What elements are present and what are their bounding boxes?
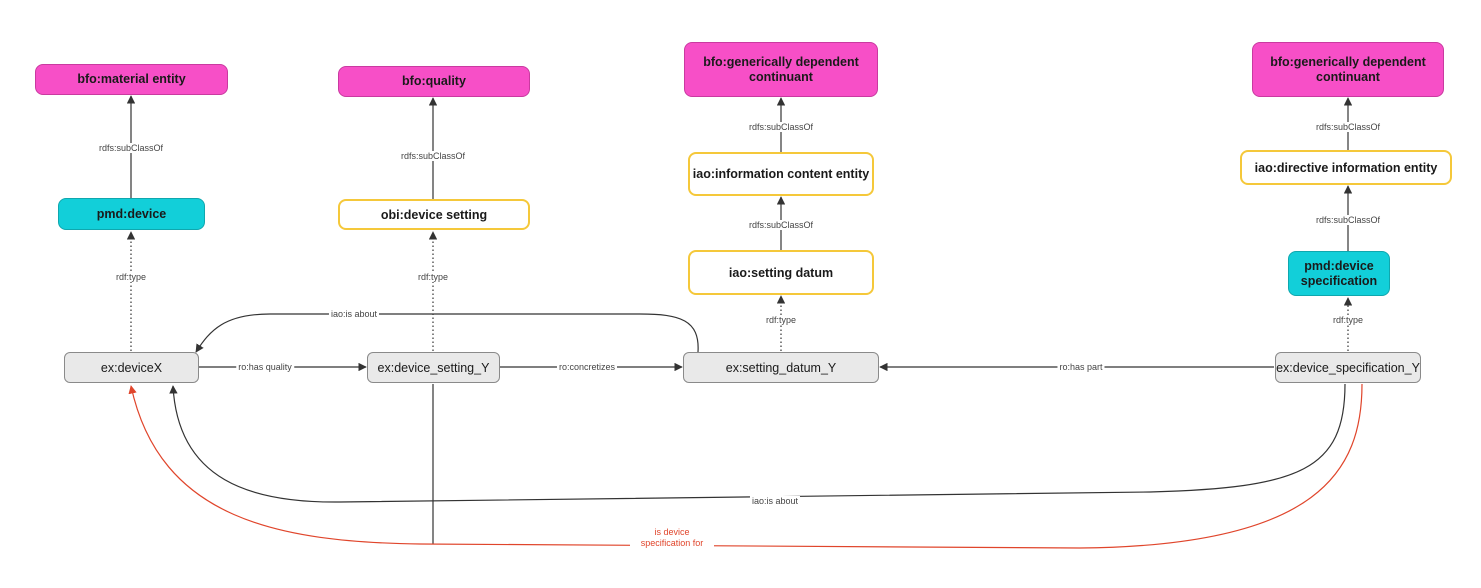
label-subclass-device-spec: rdfs:subClassOf: [1313, 215, 1383, 225]
node-iao-setting-datum[interactable]: iao:setting datum: [688, 250, 874, 295]
label-type-deviceX: rdf:type: [113, 272, 149, 282]
node-ex-deviceX[interactable]: ex:deviceX: [64, 352, 199, 383]
label-is-about-bottom: iao:is about: [749, 496, 801, 506]
edge-is-about-bottom: [169, 383, 1346, 503]
edge-is-about-top: [195, 313, 699, 353]
label-subclass-device-setting: rdfs:subClassOf: [398, 151, 468, 161]
label-is-about-top: iao:is about: [328, 309, 380, 319]
label-subclass-ice: rdfs:subClassOf: [746, 122, 816, 132]
node-bfo-gdc-1[interactable]: bfo:generically dependent continuant: [684, 42, 878, 97]
node-obi-device-setting[interactable]: obi:device setting: [338, 199, 530, 230]
label-subclass-die: rdfs:subClassOf: [1313, 122, 1383, 132]
label-subclass-device: rdfs:subClassOf: [96, 143, 166, 153]
label-device-spec-for: is device specification for: [630, 527, 714, 549]
node-ex-setting-datum-Y[interactable]: ex:setting_datum_Y: [683, 352, 879, 383]
node-iao-directive-information-entity[interactable]: iao:directive information entity: [1240, 150, 1452, 185]
label-type-setting-datum: rdf:type: [763, 315, 799, 325]
label-type-device-spec: rdf:type: [1330, 315, 1366, 325]
label-subclass-setting-datum: rdfs:subClassOf: [746, 220, 816, 230]
node-iao-information-content-entity[interactable]: iao:information content entity: [688, 152, 874, 196]
edge-device-spec-for: [128, 383, 1363, 549]
label-has-part: ro:has part: [1057, 362, 1105, 372]
node-bfo-quality[interactable]: bfo:quality: [338, 66, 530, 97]
label-type-device-setting: rdf:type: [415, 272, 451, 282]
node-bfo-gdc-2[interactable]: bfo:generically dependent continuant: [1252, 42, 1444, 97]
label-concretizes: ro:concretizes: [556, 362, 618, 372]
node-ex-device-setting-Y[interactable]: ex:device_setting_Y: [367, 352, 500, 383]
node-pmd-device[interactable]: pmd:device: [58, 198, 205, 230]
node-ex-device-specification-Y[interactable]: ex:device_specification_Y: [1275, 352, 1421, 383]
node-pmd-device-specification[interactable]: pmd:device specification: [1288, 251, 1390, 296]
node-bfo-material-entity[interactable]: bfo:material entity: [35, 64, 228, 95]
label-has-quality: ro:has quality: [236, 362, 294, 372]
